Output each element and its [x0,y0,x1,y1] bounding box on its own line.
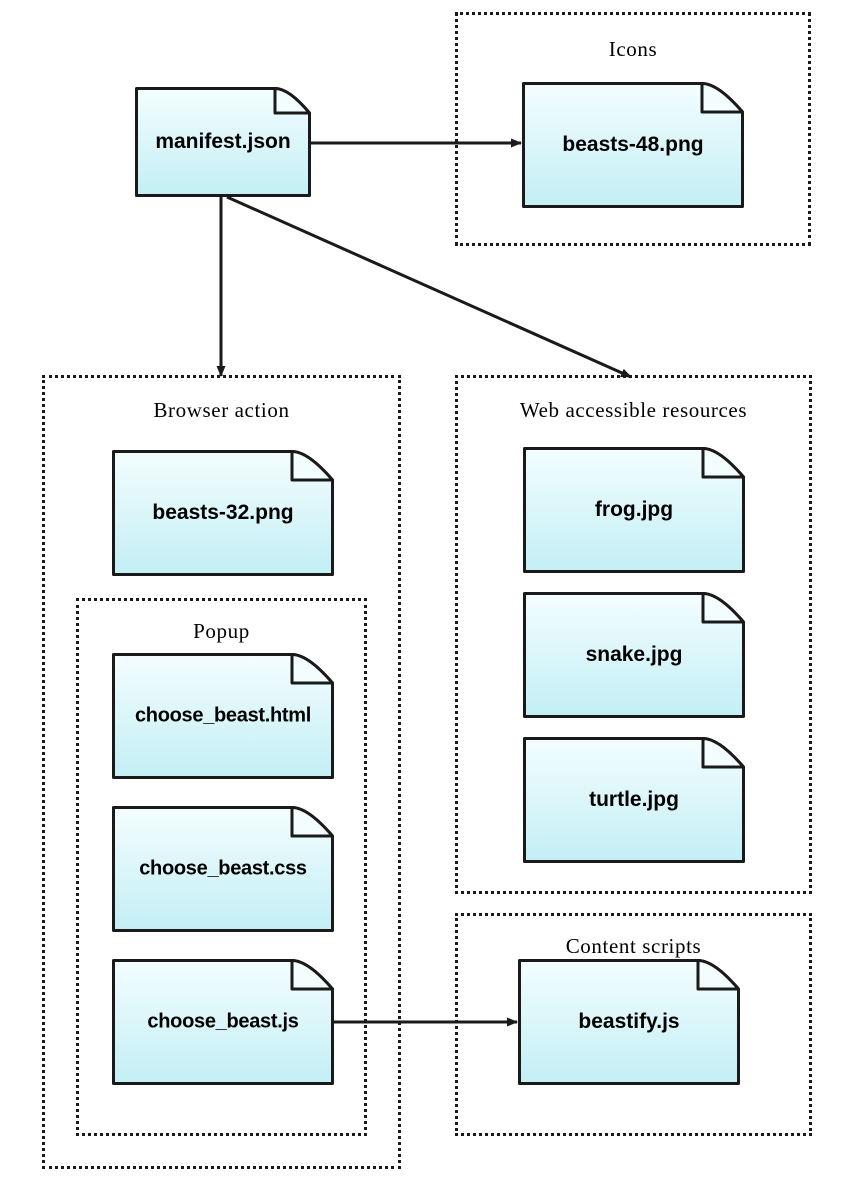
file-shape-icon [523,447,745,573]
group-icons-title: Icons [608,37,658,61]
group-icons: Icons [455,12,811,246]
file-shape-icon [112,450,334,576]
group-content-scripts: Content scripts [455,913,812,1136]
file-node-frog-jpg[interactable]: frog.jpg [523,447,745,573]
file-node-snake-jpg[interactable]: snake.jpg [523,592,745,718]
file-node-choose-beast-js[interactable]: choose_beast.js [112,959,334,1085]
file-shape-icon [135,87,311,197]
file-shape-icon [112,806,334,932]
file-shape-icon [518,959,740,1085]
file-node-beastify-js[interactable]: beastify.js [518,959,740,1085]
group-content-scripts-title: Content scripts [565,934,702,958]
file-shape-icon [522,82,744,208]
group-popup: Popup [76,598,367,1136]
group-popup-title: Popup [193,619,250,643]
file-shape-icon [112,959,334,1085]
file-node-beasts-48-png[interactable]: beasts-48.png [522,82,744,208]
group-web-accessible-resources-title: Web accessible resources [519,398,748,422]
file-node-manifest-json[interactable]: manifest.json [135,87,311,197]
group-browser-action-title: Browser action [153,398,290,422]
file-shape-icon [112,653,334,779]
group-web-accessible-resources: Web accessible resources [455,375,812,894]
file-node-choose-beast-html[interactable]: choose_beast.html [112,653,334,779]
file-node-turtle-jpg[interactable]: turtle.jpg [523,737,745,863]
file-node-beasts-32-png[interactable]: beasts-32.png [112,450,334,576]
file-shape-icon [523,592,745,718]
file-shape-icon [523,737,745,863]
file-node-choose-beast-css[interactable]: choose_beast.css [112,806,334,932]
